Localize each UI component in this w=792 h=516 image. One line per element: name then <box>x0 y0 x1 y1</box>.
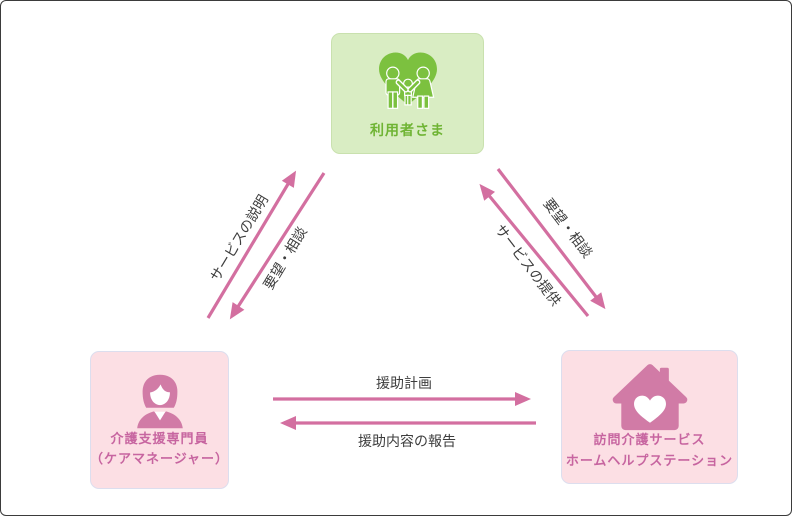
node-care-manager: 介護支援専門員 （ケアマネージャー） <box>90 351 229 489</box>
node-home-help-label-line2: ホームヘルプステーション <box>565 453 734 469</box>
arrow-service-explanation <box>206 170 297 319</box>
node-user-label: 利用者さま <box>370 123 445 139</box>
arrow-service-provision <box>479 183 590 318</box>
node-home-help-label-line1: 訪問介護サービス <box>593 433 706 449</box>
edge-label-assistance-plan: 援助計画 <box>376 376 432 392</box>
arrow-request-consult-right <box>496 168 606 310</box>
node-care-manager-label-line1: 介護支援専門員 <box>110 431 209 447</box>
house-heart-icon <box>612 364 687 431</box>
family-heart-icon <box>378 52 437 109</box>
care-manager-woman-icon <box>136 374 183 429</box>
node-care-manager-label-line2: （ケアマネージャー） <box>89 452 230 467</box>
arrow-request-consult-left <box>229 172 326 320</box>
node-home-help: 訪問介護サービス ホームヘルプステーション <box>561 350 738 484</box>
edge-label-assistance-report: 援助内容の報告 <box>358 434 456 450</box>
node-user: 利用者さま <box>331 33 484 154</box>
